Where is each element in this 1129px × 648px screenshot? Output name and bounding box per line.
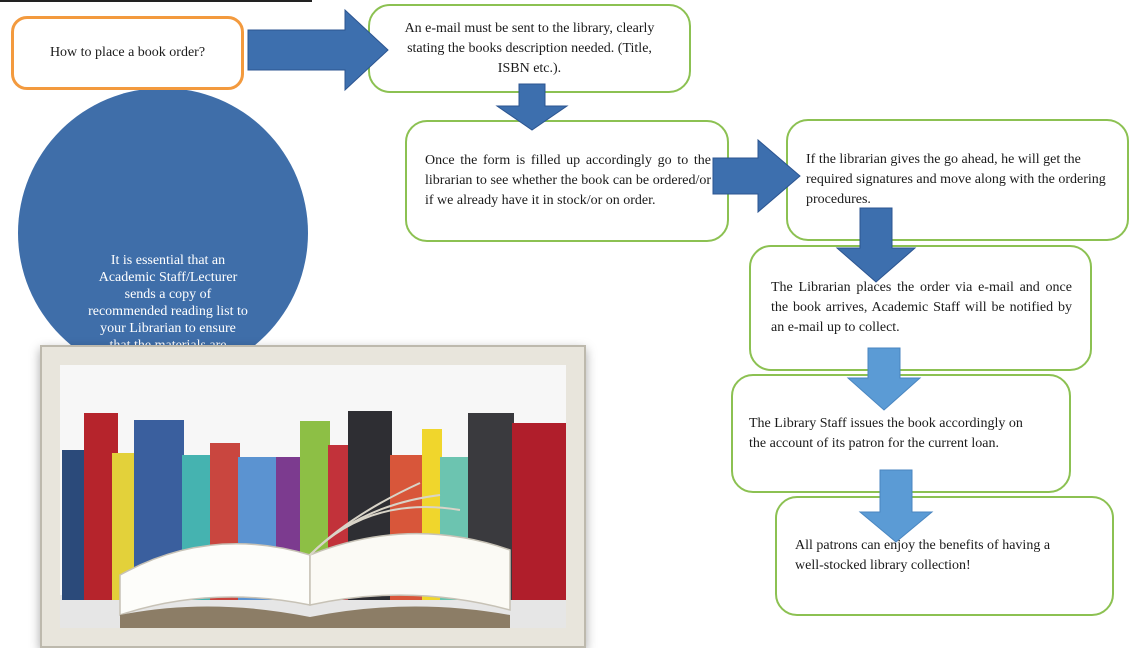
step-form-box: Once the form is filled up accordingly g…: [405, 120, 729, 242]
books-photo-frame: [40, 345, 586, 648]
step-approval-text: If the librarian gives the go ahead, he …: [806, 152, 1106, 207]
step-email-text: An e-mail must be sent to the library, c…: [404, 20, 655, 76]
step-order-box: The Librarian places the order via e-mai…: [749, 245, 1092, 371]
step-form-text: Once the form is filled up accordingly g…: [425, 153, 711, 208]
step-issue-text: The Library Staff issues the book accord…: [749, 415, 1023, 451]
books-photo: [60, 365, 566, 628]
books-illustration: [60, 365, 566, 628]
step-order-text: The Librarian places the order via e-mai…: [771, 280, 1072, 335]
start-box: How to place a book order?: [11, 16, 244, 90]
step-issue-box: The Library Staff issues the book accord…: [731, 374, 1071, 493]
arrow-right-1-icon: [247, 8, 389, 92]
start-text: How to place a book order?: [49, 45, 206, 60]
step-approval-box: If the librarian gives the go ahead, he …: [786, 119, 1129, 241]
top-rule-line: [0, 0, 312, 2]
step-benefits-box: All patrons can enjoy the benefits of ha…: [775, 496, 1114, 616]
step-benefits-text: All patrons can enjoy the benefits of ha…: [795, 538, 1051, 573]
note-circle: It is essential that an Academic Staff/L…: [18, 88, 308, 387]
step-email-box: An e-mail must be sent to the library, c…: [368, 4, 691, 93]
